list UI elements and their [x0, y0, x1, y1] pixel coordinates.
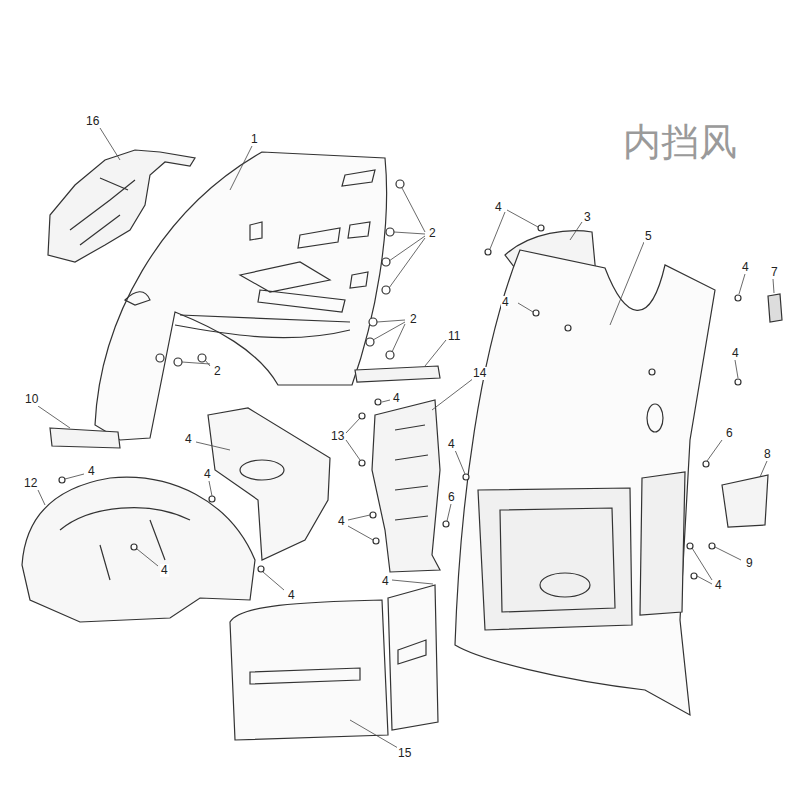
callout-number: 4	[184, 433, 193, 446]
callout-number: 2	[213, 365, 222, 378]
callout-number: 16	[85, 115, 100, 128]
callout-number: 6	[447, 491, 456, 504]
callout-number: 13	[330, 430, 345, 443]
callout-number: 8	[763, 448, 772, 461]
callout-number: 4	[203, 468, 212, 481]
callout-number: 4	[501, 296, 510, 309]
callout-number: 4	[160, 564, 169, 577]
callout-number: 14	[472, 367, 487, 380]
callout-number: 4	[741, 261, 750, 274]
callout-number: 4	[392, 392, 401, 405]
callout-number: 2	[428, 227, 437, 240]
watermark: 内挡风	[623, 121, 737, 163]
callout-number: 2	[409, 313, 418, 326]
callout-number: 12	[23, 477, 38, 490]
callout-number: 4	[714, 579, 723, 592]
callout-number: 4	[731, 347, 740, 360]
callout-number: 6	[725, 427, 734, 440]
callout-number: 4	[87, 465, 96, 478]
callout-number: 4	[337, 515, 346, 528]
callout-number: 4	[494, 201, 503, 214]
callout-number: 15	[397, 747, 412, 760]
callout-number: 9	[745, 557, 754, 570]
callout-number: 11	[447, 330, 461, 343]
callout-number: 7	[770, 266, 779, 279]
callout-number: 4	[381, 575, 390, 588]
callout-number: 1	[250, 133, 259, 146]
callout-number: 3	[583, 211, 592, 224]
callout-number: 4	[447, 438, 456, 451]
callout-number: 10	[24, 393, 39, 406]
callout-number: 5	[644, 230, 653, 243]
callout-number: 4	[287, 589, 296, 602]
